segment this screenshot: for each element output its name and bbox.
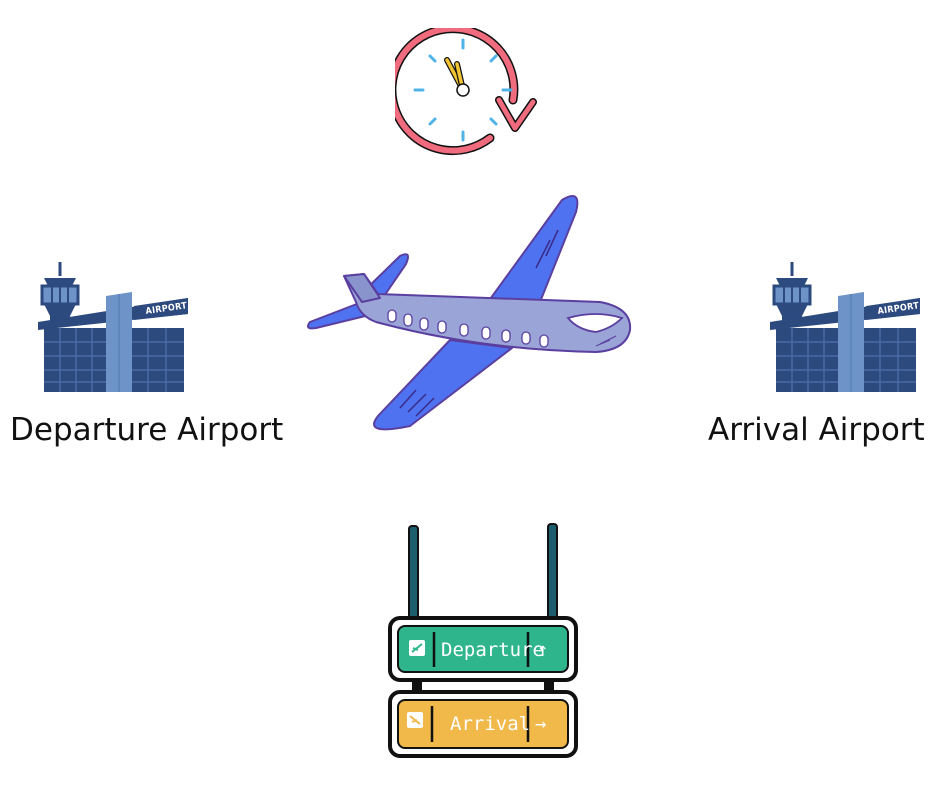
airport-building-icon: AIRPORT xyxy=(38,262,188,392)
clock-refresh-icon xyxy=(395,28,537,156)
airport-building-icon: AIRPORT xyxy=(770,262,920,392)
sign-departure-arrow: ↑ xyxy=(537,639,548,661)
sign-arrival-text: Arrival xyxy=(450,713,530,735)
arrival-airport-label: Arrival Airport xyxy=(708,412,925,448)
departure-arrival-sign-icon: Departure ↑ Arrival → xyxy=(388,523,578,758)
departure-airport-label: Departure Airport xyxy=(10,412,284,448)
sign-arrival-arrow: → xyxy=(535,713,546,735)
airplane-icon xyxy=(307,195,632,431)
sign-departure-text: Departure xyxy=(441,639,544,661)
